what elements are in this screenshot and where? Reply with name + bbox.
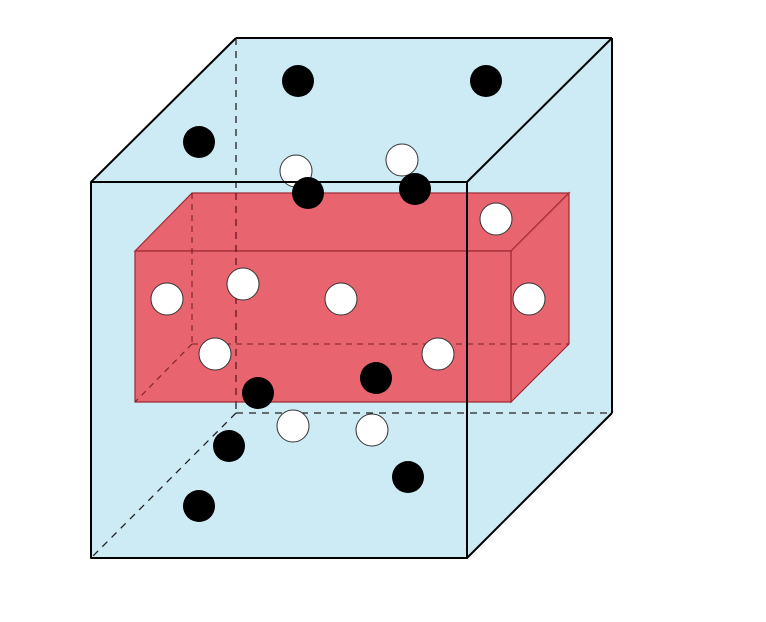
ball-white: [479, 202, 513, 236]
ball-black: [183, 490, 215, 522]
ball-white: [226, 267, 260, 301]
ball-white: [150, 282, 184, 316]
ball-black: [360, 362, 392, 394]
ball-black: [292, 177, 324, 209]
ball-white: [421, 337, 455, 371]
ball-white: [276, 409, 310, 443]
ball-black: [183, 126, 215, 158]
cube-edge-top-left: [90, 37, 237, 183]
box-hidden-edge-diagonal: [134, 343, 193, 403]
box-hidden-edges: [134, 193, 569, 403]
ball-white: [512, 282, 546, 316]
ball-white: [198, 337, 232, 371]
ball-black: [470, 65, 502, 97]
ball-black: [213, 430, 245, 462]
ball-white: [385, 143, 419, 177]
ball-black: [399, 173, 431, 205]
black-balls: [183, 65, 502, 522]
ball-white: [355, 413, 389, 447]
ball-black: [282, 65, 314, 97]
box-front-face: [134, 250, 512, 403]
cube-visible-edges: [90, 37, 613, 559]
cube-edge-top-right: [466, 37, 613, 183]
white-balls: [150, 202, 546, 447]
ball-black: [242, 377, 274, 409]
cube-edge-bottom-right: [466, 412, 613, 559]
hidden-edge-bottom-diagonal: [90, 412, 237, 559]
ball-white: [324, 282, 358, 316]
ball-black: [392, 461, 424, 493]
